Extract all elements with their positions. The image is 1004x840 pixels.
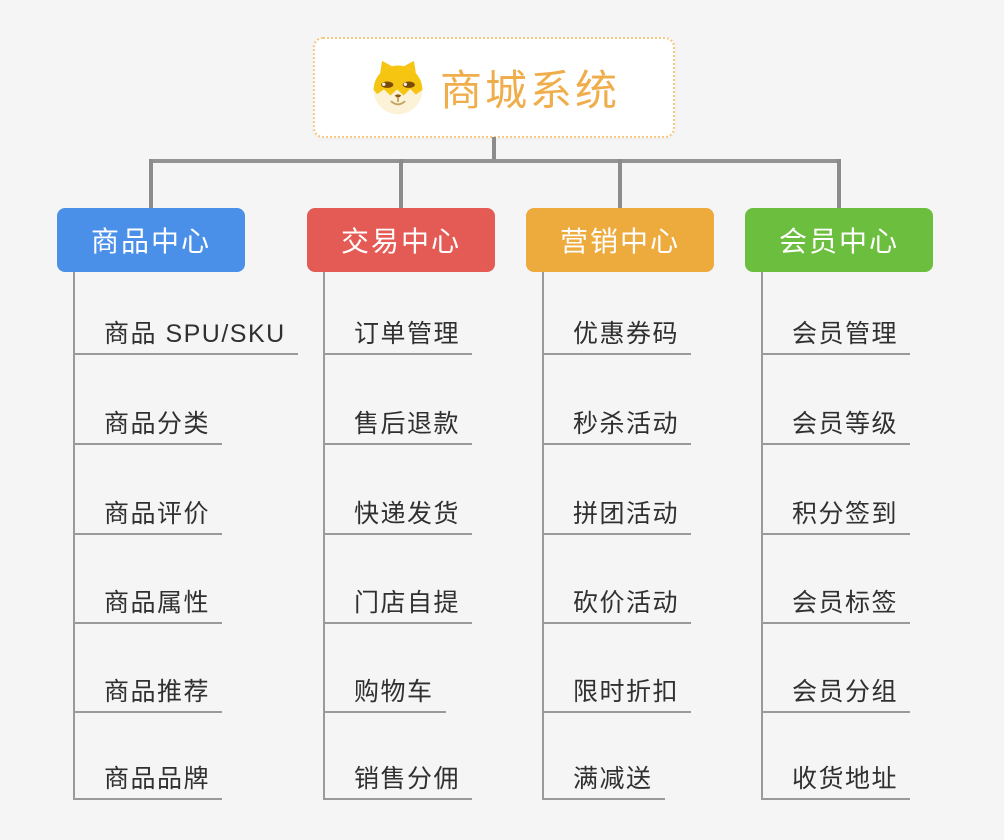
leaf-node[interactable]: 商品评价 bbox=[73, 500, 223, 535]
connector-bus bbox=[149, 159, 841, 163]
leaf-node[interactable]: 商品品牌 bbox=[73, 765, 223, 800]
leaf-node[interactable]: 会员分组 bbox=[761, 678, 911, 713]
branch-label: 会员中心 bbox=[778, 226, 899, 257]
connector-product-center bbox=[149, 159, 153, 208]
leaf-node[interactable]: 优惠券码 bbox=[542, 320, 692, 355]
leaf-node[interactable]: 会员管理 bbox=[761, 320, 911, 355]
connector-root-stem bbox=[492, 137, 496, 163]
connector-member-center bbox=[837, 159, 841, 208]
connector-marketing-center bbox=[618, 159, 622, 208]
branch-node-product-center[interactable]: 商品中心 bbox=[57, 208, 245, 272]
leaf-node[interactable]: 售后退款 bbox=[323, 410, 473, 445]
root-node[interactable]: 商城系统 bbox=[313, 37, 675, 138]
connector-trade-center bbox=[399, 159, 403, 208]
branch-node-marketing-center[interactable]: 营销中心 bbox=[526, 208, 714, 272]
branch-node-trade-center[interactable]: 交易中心 bbox=[307, 208, 495, 272]
leaf-node[interactable]: 订单管理 bbox=[323, 320, 473, 355]
leaf-node[interactable]: 收货地址 bbox=[761, 765, 911, 800]
root-title: 商城系统 bbox=[439, 67, 620, 114]
branch-label: 营销中心 bbox=[559, 226, 680, 257]
leaf-node[interactable]: 快递发货 bbox=[323, 500, 473, 535]
leaf-node[interactable]: 会员等级 bbox=[761, 410, 911, 445]
leaf-node[interactable]: 会员标签 bbox=[761, 589, 911, 624]
leaf-node[interactable]: 秒杀活动 bbox=[542, 410, 692, 445]
leaf-node[interactable]: 限时折扣 bbox=[542, 678, 692, 713]
leaf-node[interactable]: 商品分类 bbox=[73, 410, 223, 445]
leaf-node[interactable]: 销售分佣 bbox=[323, 765, 473, 800]
leaf-node[interactable]: 门店自提 bbox=[323, 589, 473, 624]
trunk-trade-center bbox=[323, 272, 325, 800]
leaf-node[interactable]: 商品推荐 bbox=[73, 678, 223, 713]
leaf-node[interactable]: 砍价活动 bbox=[542, 589, 692, 624]
leaf-node[interactable]: 购物车 bbox=[323, 678, 446, 713]
leaf-node[interactable]: 拼团活动 bbox=[542, 500, 692, 535]
leaf-node[interactable]: 满减送 bbox=[542, 765, 665, 800]
branch-label: 交易中心 bbox=[340, 226, 461, 257]
leaf-node[interactable]: 商品属性 bbox=[73, 589, 223, 624]
trunk-marketing-center bbox=[542, 272, 544, 800]
branch-node-member-center[interactable]: 会员中心 bbox=[745, 208, 933, 272]
doge-icon bbox=[368, 58, 428, 118]
leaf-node[interactable]: 商品 SPU/SKU bbox=[73, 320, 298, 355]
branch-label: 商品中心 bbox=[90, 226, 211, 257]
trunk-member-center bbox=[761, 272, 763, 800]
leaf-node[interactable]: 积分签到 bbox=[761, 500, 911, 535]
trunk-product-center bbox=[73, 272, 75, 800]
